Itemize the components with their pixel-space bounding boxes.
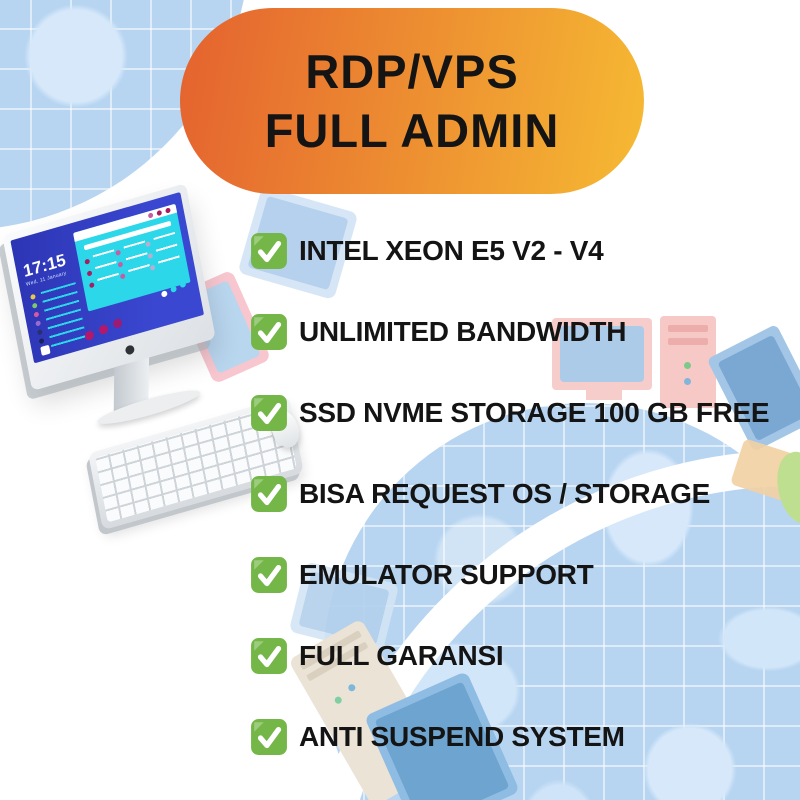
feature-item: INTEL XEON E5 V2 - V4 [250,210,769,291]
pink-monitor-stand [586,390,622,400]
imac-logo-dot [124,344,135,356]
feature-item: UNLIMITED BANDWIDTH [250,291,769,372]
banner-line2: FULL ADMIN [264,104,560,157]
feature-list: INTEL XEON E5 V2 - V4 UNLIMITED BANDWIDT… [250,210,770,777]
feature-label: INTEL XEON E5 V2 - V4 [299,234,604,266]
toolbar-dots [165,207,171,214]
banner-line1: RDP/VPS [305,44,519,98]
check-icon [251,556,287,593]
pink-tower-icon [660,316,716,408]
sidebar-dots [29,293,36,300]
dashboard-panel [73,203,191,312]
feature-label: SSD NVME STORAGE 100 GB FREE [299,396,770,428]
feature-label: ANTI SUSPEND SYSTEM [299,720,625,752]
check-icon [251,718,287,755]
feature-label: EMULATOR SUPPORT [299,558,594,590]
check-icon [251,313,287,350]
promo-banner: RDP/VPS FULL ADMIN [180,8,644,194]
check-icon [251,232,287,269]
panel-grid [79,230,187,293]
pink-monitor-icon [552,318,652,390]
feature-item: ANTI SUSPEND SYSTEM [250,696,769,777]
check-icon [251,637,287,674]
feature-label: UNLIMITED BANDWIDTH [299,315,627,347]
dock-icons [83,329,95,341]
feature-item: BISA REQUEST OS / STORAGE [250,453,769,534]
feature-label: FULL GARANSI [299,639,504,671]
imac-stand-foot [96,384,202,430]
feature-item: SSD NVME STORAGE 100 GB FREE [250,372,770,453]
status-dots [179,280,186,288]
feature-label: BISA REQUEST OS / STORAGE [299,477,711,509]
check-icon [251,475,287,512]
screen-sidebar [29,281,87,356]
sidebar-lines [40,281,87,353]
feature-item: FULL GARANSI [250,615,769,696]
window-icon [40,344,51,357]
check-icon [251,394,287,431]
feature-item: EMULATOR SUPPORT [250,534,769,615]
